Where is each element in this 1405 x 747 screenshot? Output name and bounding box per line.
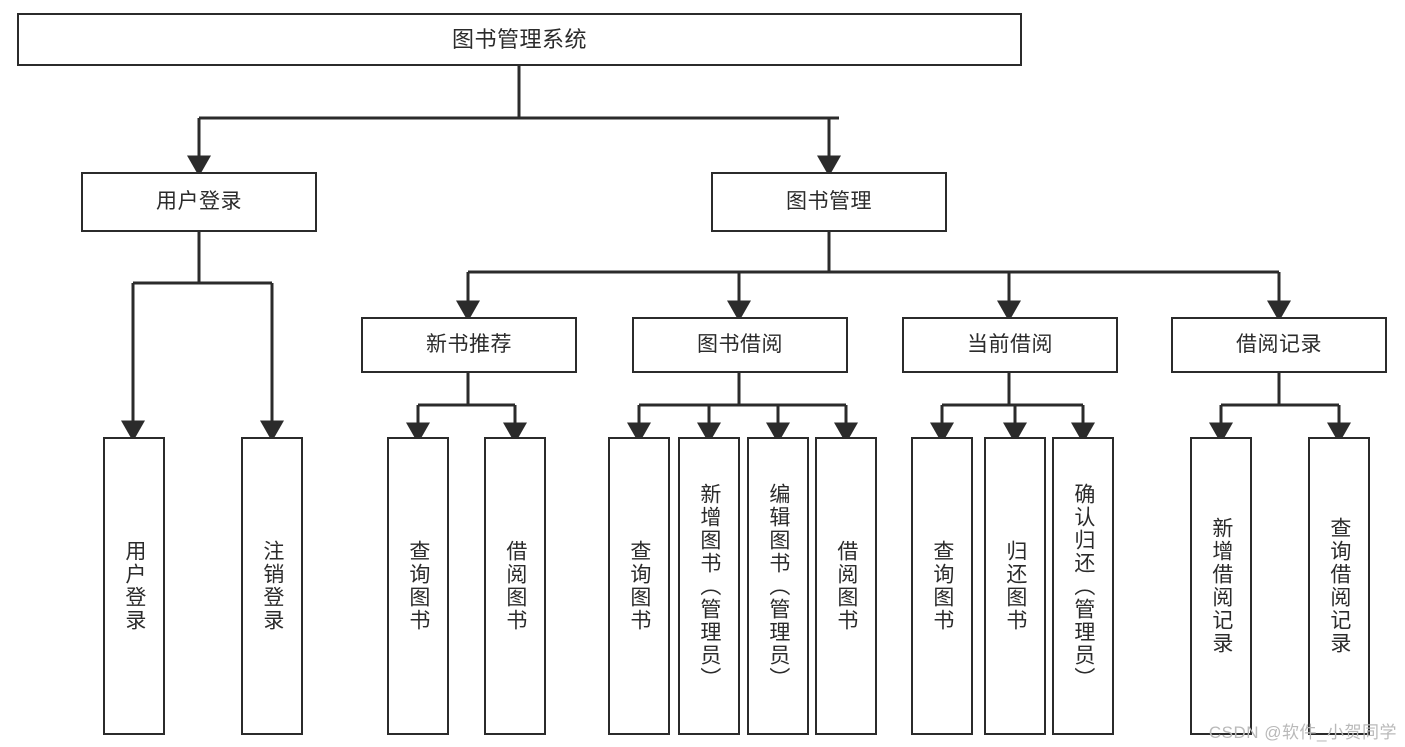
node-user-login-module[interactable]: 用户登录 xyxy=(81,172,317,232)
node-leaf-current-query-label: 查询图书 xyxy=(930,540,954,632)
node-book-management-module-label: 图书管理 xyxy=(786,189,872,213)
node-root[interactable]: 图书管理系统 xyxy=(17,13,1022,66)
node-new-book-recommend-label: 新书推荐 xyxy=(426,332,512,356)
node-leaf-borrow-add-label: 新增图书（管理员） xyxy=(697,482,721,690)
node-leaf-user-login[interactable]: 用户登录 xyxy=(103,437,165,735)
node-borrow-records[interactable]: 借阅记录 xyxy=(1171,317,1387,373)
node-leaf-current-confirm[interactable]: 确认归还（管理员） xyxy=(1052,437,1114,735)
node-book-borrow-label: 图书借阅 xyxy=(697,332,783,356)
watermark-text: CSDN @软件_小贺同学 xyxy=(1208,723,1397,742)
node-leaf-borrow-edit-label: 编辑图书（管理员） xyxy=(766,482,790,690)
node-leaf-borrow-query[interactable]: 查询图书 xyxy=(608,437,670,735)
node-leaf-newbook-borrow[interactable]: 借阅图书 xyxy=(484,437,546,735)
edges-current-children xyxy=(930,373,1095,444)
edges-newbook-children xyxy=(406,373,527,444)
node-leaf-record-add-label: 新增借阅记录 xyxy=(1209,517,1233,655)
node-leaf-borrow-borrow-label: 借阅图书 xyxy=(834,540,858,632)
node-leaf-record-query-label: 查询借阅记录 xyxy=(1327,517,1351,655)
edges-borrow-children xyxy=(627,373,858,444)
node-current-borrow[interactable]: 当前借阅 xyxy=(902,317,1118,373)
node-leaf-borrow-borrow[interactable]: 借阅图书 xyxy=(815,437,877,735)
node-book-management-module[interactable]: 图书管理 xyxy=(711,172,947,232)
node-borrow-records-label: 借阅记录 xyxy=(1236,332,1322,356)
node-leaf-record-query[interactable]: 查询借阅记录 xyxy=(1308,437,1370,735)
node-user-login-module-label: 用户登录 xyxy=(156,189,242,213)
node-root-label: 图书管理系统 xyxy=(451,26,587,52)
node-leaf-current-return[interactable]: 归还图书 xyxy=(984,437,1046,735)
node-leaf-current-query[interactable]: 查询图书 xyxy=(911,437,973,735)
node-leaf-user-logout[interactable]: 注销登录 xyxy=(241,437,303,735)
node-leaf-borrow-edit[interactable]: 编辑图书（管理员） xyxy=(747,437,809,735)
node-book-borrow[interactable]: 图书借阅 xyxy=(632,317,848,373)
node-current-borrow-label: 当前借阅 xyxy=(967,332,1053,356)
edges-login-children xyxy=(121,232,284,442)
edges-records-children xyxy=(1209,373,1351,444)
node-leaf-newbook-query[interactable]: 查询图书 xyxy=(387,437,449,735)
node-leaf-record-add[interactable]: 新增借阅记录 xyxy=(1190,437,1252,735)
node-leaf-current-return-label: 归还图书 xyxy=(1003,540,1027,632)
node-leaf-user-logout-label: 注销登录 xyxy=(260,540,284,632)
edges-bookmgmt-children xyxy=(456,232,1291,322)
node-leaf-borrow-query-label: 查询图书 xyxy=(627,540,651,632)
node-new-book-recommend[interactable]: 新书推荐 xyxy=(361,317,577,373)
node-leaf-newbook-borrow-label: 借阅图书 xyxy=(503,540,527,632)
node-leaf-current-confirm-label: 确认归还（管理员） xyxy=(1071,482,1095,690)
node-leaf-newbook-query-label: 查询图书 xyxy=(406,540,430,632)
edges-root-level1 xyxy=(187,66,841,177)
node-leaf-user-login-label: 用户登录 xyxy=(122,540,146,632)
node-leaf-borrow-add[interactable]: 新增图书（管理员） xyxy=(678,437,740,735)
